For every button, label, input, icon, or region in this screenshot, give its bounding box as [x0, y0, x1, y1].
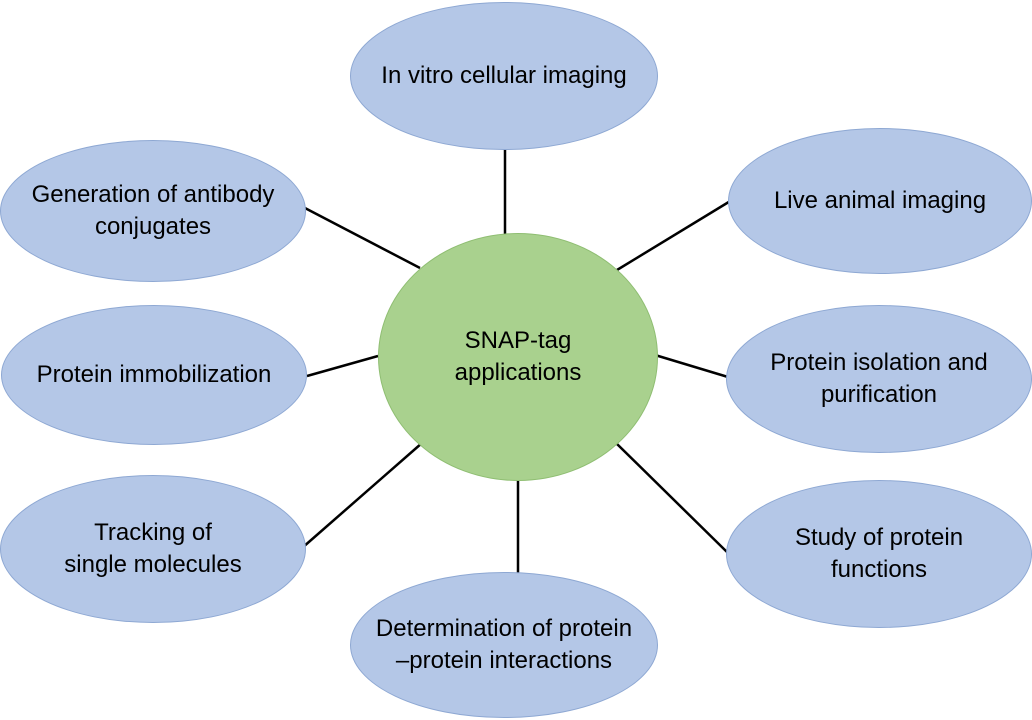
- node-label: Study of protein functions: [794, 523, 964, 583]
- connector-upper-left: [302, 205, 421, 270]
- node-generation-of-antibody-conjugates: Generation of antibody conjugates: [0, 140, 306, 282]
- node-protein-immobilization: Protein immobilization: [1, 305, 307, 445]
- node-label: Generation of antibody conjugates: [31, 180, 275, 240]
- center-node-snap-tag-applications: SNAP-tag applications: [378, 233, 658, 481]
- node-determination-of-protein-protein-interactions: Determination of protein –protein intera…: [350, 572, 658, 718]
- node-in-vitro-cellular-imaging: In vitro cellular imaging: [350, 2, 658, 150]
- connector-lower-left: [301, 442, 423, 549]
- node-label: Protein immobilization: [36, 360, 272, 388]
- node-protein-isolation-and-purification: Protein isolation and purification: [726, 305, 1032, 453]
- node-study-of-protein-functions: Study of protein functions: [726, 480, 1032, 628]
- node-label: Tracking of single molecules: [64, 518, 242, 578]
- node-label: Determination of protein –protein intera…: [375, 614, 633, 674]
- connector-middle-right: [654, 353, 729, 379]
- connector-middle-left: [306, 354, 379, 378]
- node-label: Live animal imaging: [773, 186, 987, 214]
- center-label: SNAP-tag applications: [454, 326, 582, 386]
- connector-lower-right: [616, 443, 729, 554]
- connector-upper-right: [616, 198, 733, 272]
- node-label: Protein isolation and purification: [770, 348, 988, 408]
- node-live-animal-imaging: Live animal imaging: [728, 128, 1032, 274]
- node-tracking-of-single-molecules: Tracking of single molecules: [0, 475, 306, 623]
- node-label: In vitro cellular imaging: [381, 61, 627, 89]
